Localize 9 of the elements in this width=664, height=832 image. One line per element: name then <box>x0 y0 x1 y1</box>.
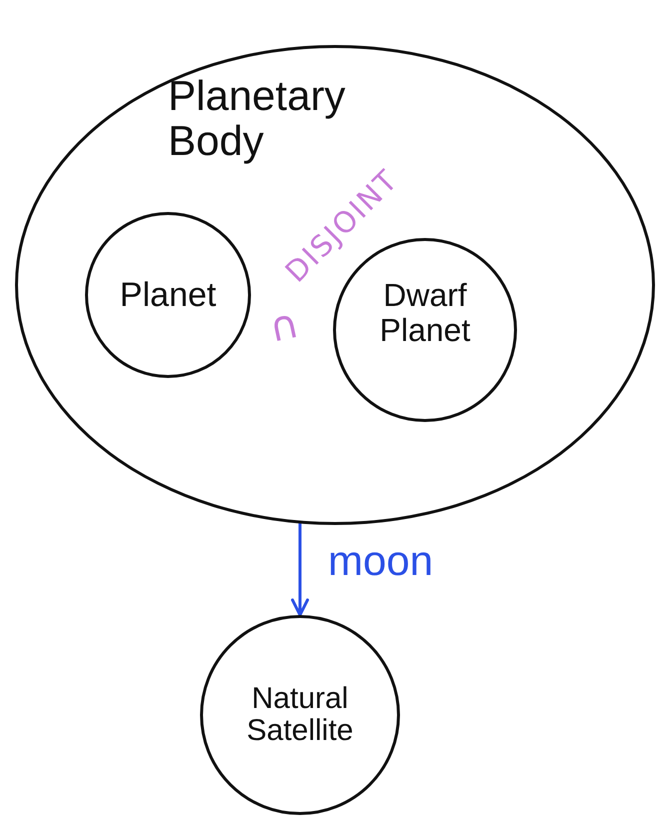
category-circle <box>85 212 251 378</box>
node-label: Dwarf Planet <box>380 278 472 348</box>
node-label: Natural Satellite <box>246 682 354 748</box>
category-ellipse <box>15 45 655 525</box>
category-circle <box>200 615 400 815</box>
node-label: Planet <box>120 276 216 314</box>
intersection-symbol: ∩ <box>266 303 304 349</box>
arrow <box>291 522 309 616</box>
ellipse-title: Planetary Body <box>168 74 346 164</box>
